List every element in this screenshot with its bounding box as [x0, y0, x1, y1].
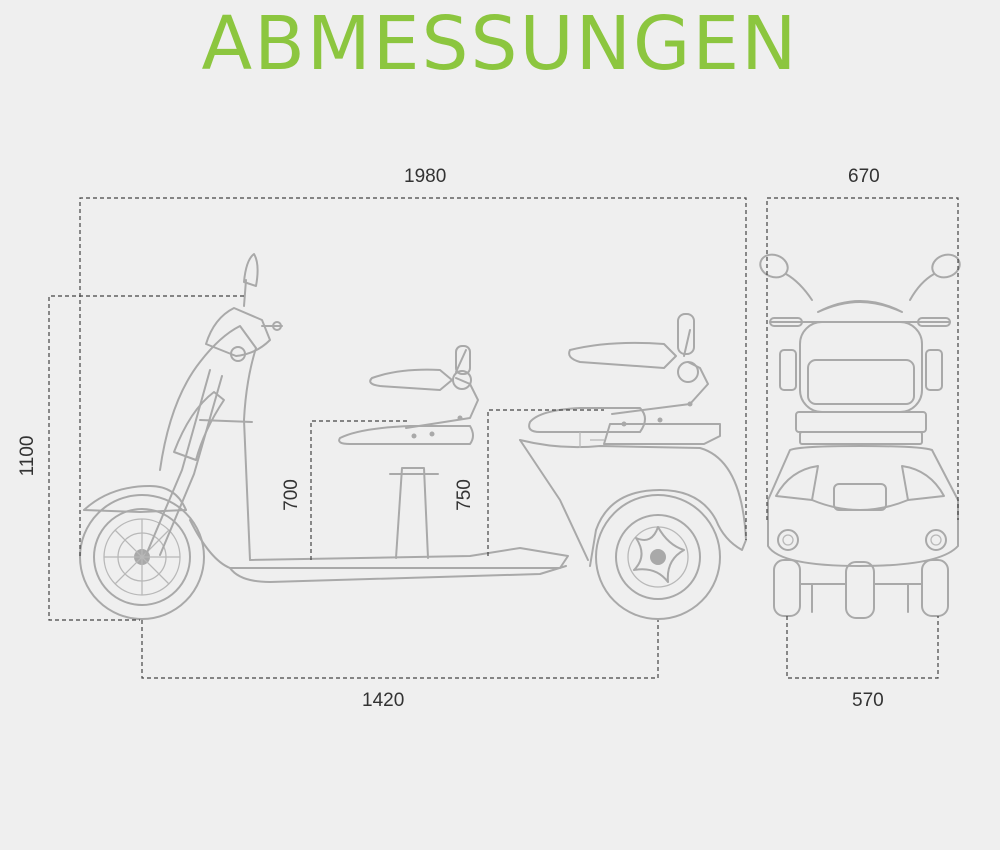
front-view	[759, 253, 961, 619]
dimension-length-label: 1980	[404, 166, 447, 187]
front-wheel	[79, 494, 205, 620]
dimension-lines	[48, 197, 959, 679]
dimension-wheelbase-label: 1420	[362, 690, 405, 711]
side-view	[79, 253, 747, 620]
dimension-height-label: 1100	[17, 435, 38, 477]
dimension-front-seat-height-label: 700	[281, 479, 302, 511]
dimension-track-width-label: 570	[852, 690, 884, 711]
dimension-rear-seat-height-label: 750	[454, 479, 475, 511]
dimension-width-label: 670	[848, 166, 880, 187]
page-title: ABMESSUNGEN	[201, 1, 799, 87]
rear-wheel	[595, 494, 721, 620]
